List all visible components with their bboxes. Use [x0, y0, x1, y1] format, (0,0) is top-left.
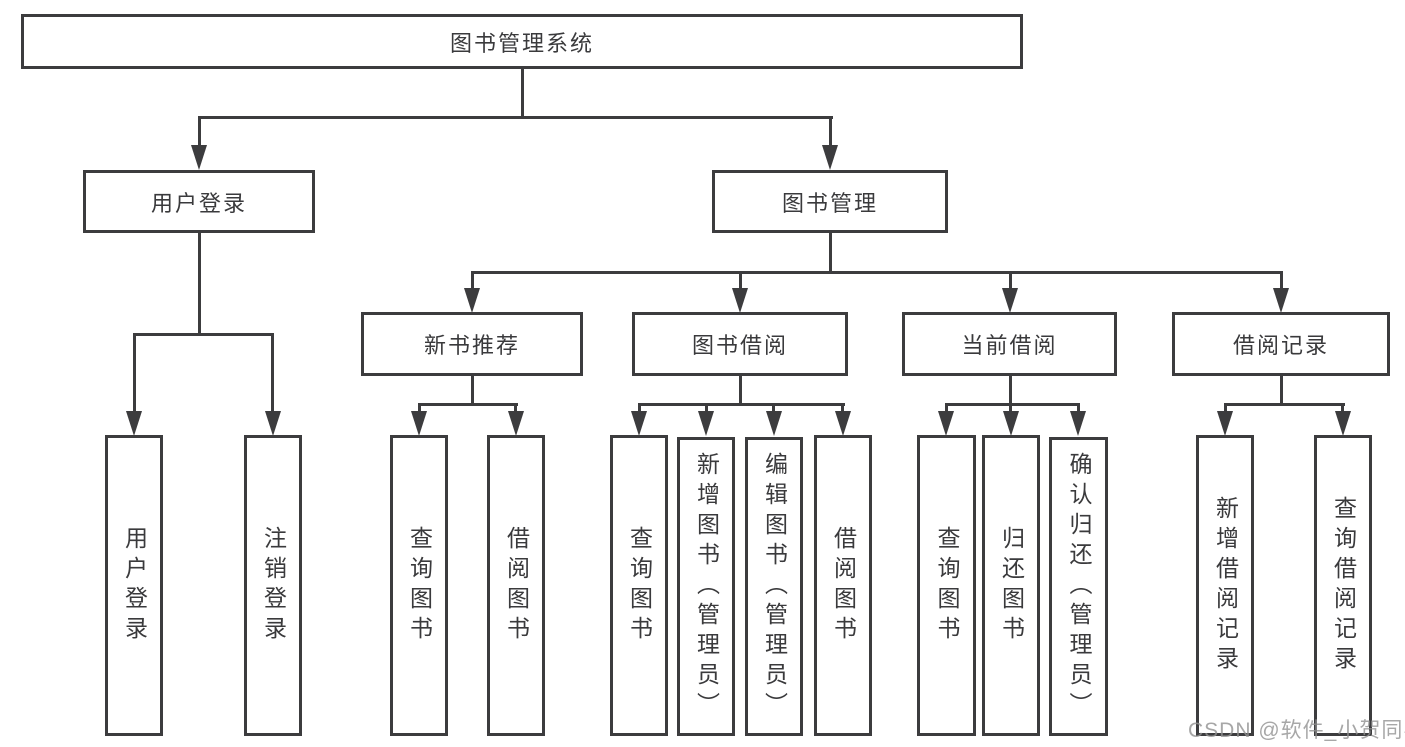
connector-records-stem: [1280, 271, 1283, 289]
node-new-book-recommend: 新书推荐: [361, 312, 583, 376]
leaf-borrow-edit-books-admin: 编辑图书（管理员）: [745, 437, 803, 736]
arrow-to-records: [1273, 288, 1289, 313]
connector-borrow-down: [739, 376, 742, 406]
arrow-newbook-query: [411, 411, 427, 436]
connector-newbook-rail: [418, 403, 518, 406]
arrow-to-book-mgmt: [822, 145, 838, 170]
leaf-borrow-query-books: 查询图书: [610, 435, 668, 736]
connector-current-rail: [945, 403, 1080, 406]
arrow-to-leaf-login: [126, 411, 142, 436]
connector-borrow-c2: [705, 403, 708, 413]
node-book-management: 图书管理: [712, 170, 948, 233]
connector-newbook-down: [471, 376, 474, 406]
arrow-borrow-query: [631, 411, 647, 436]
node-book-borrow: 图书借阅: [632, 312, 848, 376]
connector-current-c1: [945, 403, 948, 413]
connector-borrow-c3: [772, 403, 775, 413]
node-user-login: 用户登录: [83, 170, 315, 233]
arrow-current-confirm: [1070, 411, 1086, 436]
connector-borrow-stem: [739, 271, 742, 289]
node-root: 图书管理系统: [21, 14, 1023, 69]
arrow-to-borrow: [732, 288, 748, 313]
leaf-borrow-borrow-books: 借阅图书: [814, 435, 872, 736]
connector-leaf-login-stem: [133, 333, 136, 412]
connector-borrow-c4: [841, 403, 844, 413]
connector-newbook-c2: [514, 403, 517, 413]
arrow-borrow-borrow: [835, 411, 851, 436]
arrow-current-return: [1003, 411, 1019, 436]
leaf-current-return-books: 归还图书: [982, 435, 1040, 736]
connector-root-stem: [521, 69, 524, 118]
connector-borrow-c1: [638, 403, 641, 413]
arrow-records-add: [1217, 411, 1233, 436]
arrow-to-newbook: [464, 288, 480, 313]
connector-current-c2: [1009, 403, 1012, 413]
connector-current-stem: [1009, 271, 1012, 289]
arrow-to-user-login: [191, 145, 207, 170]
connector-current-c3: [1077, 403, 1080, 413]
watermark-text: CSDN @软件_小贺同学: [1188, 719, 1405, 742]
leaf-current-confirm-return-admin: 确认归还（管理员）: [1049, 437, 1108, 736]
arrow-newbook-borrow: [508, 411, 524, 436]
node-borrow-records: 借阅记录: [1172, 312, 1390, 376]
connector-newbook-c1: [418, 403, 421, 413]
connector-records-c2: [1341, 403, 1344, 413]
arrow-borrow-add: [698, 411, 714, 436]
arrow-to-current: [1002, 288, 1018, 313]
leaf-current-query-books: 查询图书: [917, 435, 976, 736]
connector-user-login-stem: [198, 116, 201, 149]
arrow-records-query: [1335, 411, 1351, 436]
connector-newbook-stem: [471, 271, 474, 289]
connector-user-login-rail: [133, 333, 274, 336]
connector-borrow-rail: [638, 403, 845, 406]
connector-level2-rail: [198, 116, 833, 119]
leaf-borrow-add-books-admin: 新增图书（管理员）: [677, 437, 735, 736]
node-current-borrow: 当前借阅: [902, 312, 1117, 376]
connector-records-down: [1280, 376, 1283, 406]
arrow-to-leaf-logout: [265, 411, 281, 436]
leaf-newbook-borrow-books: 借阅图书: [487, 435, 545, 736]
connector-records-rail: [1224, 403, 1345, 406]
connector-book-mgmt-down: [829, 232, 832, 274]
connector-current-down: [1009, 376, 1012, 406]
connector-level3-rail: [471, 271, 1282, 274]
leaf-records-query-record: 查询借阅记录: [1314, 435, 1372, 736]
arrow-current-query: [938, 411, 954, 436]
connector-user-login-down: [198, 232, 201, 336]
connector-book-mgmt-stem: [829, 116, 832, 149]
connector-leaf-logout-stem: [271, 333, 274, 412]
connector-records-c1: [1224, 403, 1227, 413]
leaf-records-add-record: 新增借阅记录: [1196, 435, 1254, 736]
leaf-newbook-query-books: 查询图书: [390, 435, 448, 736]
leaf-user-login: 用户登录: [105, 435, 163, 736]
leaf-logout: 注销登录: [244, 435, 302, 736]
arrow-borrow-edit: [766, 411, 782, 436]
